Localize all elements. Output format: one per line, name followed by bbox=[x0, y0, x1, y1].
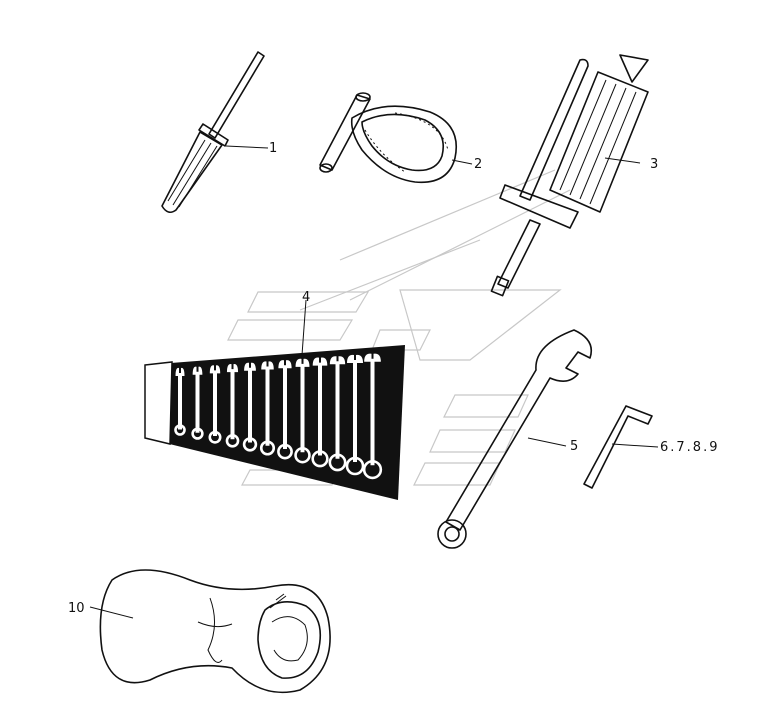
pouch-wrench bbox=[328, 356, 347, 472]
callout-1: 1 bbox=[269, 141, 277, 156]
tool-roll-bag bbox=[89, 569, 331, 694]
pouch-wrench bbox=[311, 357, 329, 468]
callout-6-7-8-9: 6.7.8.9 bbox=[660, 440, 719, 455]
callout-4: 4 bbox=[302, 290, 310, 305]
pouch-wrench bbox=[191, 366, 204, 440]
callout-3: 3 bbox=[650, 157, 658, 172]
pouch-wrench bbox=[259, 361, 276, 456]
pouch-wrench bbox=[208, 365, 222, 444]
pouch-wrench bbox=[362, 353, 383, 480]
pouch-wrench bbox=[277, 360, 293, 460]
callout-labels: 1 2 3 4 5 6.7.8.9 10 bbox=[68, 141, 719, 616]
callout-10: 10 bbox=[68, 601, 85, 616]
pouch-wrench bbox=[294, 358, 311, 464]
strap-wrench bbox=[319, 92, 473, 184]
callout-5: 5 bbox=[570, 439, 578, 454]
pouch-wrench bbox=[242, 362, 258, 452]
pouch-wrench bbox=[225, 364, 240, 448]
watermark-logo bbox=[227, 169, 571, 486]
wrench-set-pouch bbox=[144, 299, 405, 500]
screwdriver bbox=[161, 51, 269, 214]
pouch-wrench bbox=[345, 354, 365, 476]
grease-gun bbox=[490, 54, 649, 297]
callout-2: 2 bbox=[474, 157, 482, 172]
hex-key bbox=[583, 405, 659, 489]
pouch-wrench bbox=[174, 367, 186, 436]
combination-wrenches bbox=[174, 353, 383, 480]
combination-wrench bbox=[437, 329, 593, 549]
